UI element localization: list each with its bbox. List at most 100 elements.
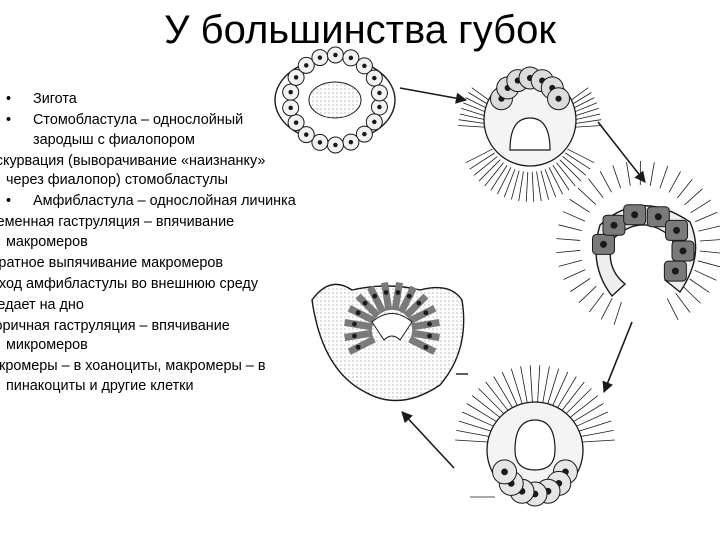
bullet-mark: • [6, 91, 12, 107]
cell-nucleus [423, 310, 429, 316]
cilium [562, 156, 587, 176]
cilium [510, 170, 520, 200]
cilium [558, 224, 582, 231]
cilium [484, 162, 504, 187]
cilium [501, 371, 519, 407]
bullet-mark: • [6, 112, 12, 128]
cell-nucleus [288, 105, 293, 111]
stage-text: Временная гаструляция – впячивание макро… [0, 214, 235, 250]
stage-item: Экскурвация (выворачивание «наизнанку» ч… [0, 152, 306, 191]
cell-nucleus [317, 55, 323, 60]
cilium [578, 285, 597, 303]
cilium [490, 165, 508, 191]
cell-nucleus [293, 75, 299, 80]
bullet-mark: • [6, 193, 12, 209]
cilium [496, 167, 512, 195]
cilium [525, 171, 529, 202]
cilium [695, 211, 718, 223]
cilium [473, 156, 498, 176]
cell-nucleus [355, 310, 361, 316]
inner-cavity [514, 419, 556, 471]
choanocyte [381, 282, 393, 311]
cell-nucleus [348, 55, 354, 61]
cilium [458, 420, 496, 433]
choanocyte [367, 285, 387, 314]
cell-nucleus [501, 468, 508, 476]
cell-nucleus [377, 104, 382, 110]
cell-nucleus [362, 63, 367, 69]
stage-text: Стомобластула – однослойный зародыш с фи… [33, 112, 244, 148]
cilium [537, 365, 541, 404]
cilium [697, 260, 720, 268]
cilium [649, 162, 655, 186]
cell-nucleus [333, 52, 338, 58]
cilium [547, 368, 560, 406]
cilium [659, 165, 669, 189]
cilium [551, 371, 569, 407]
cilium [564, 388, 592, 416]
cilium [694, 269, 717, 281]
cell-nucleus [427, 333, 432, 339]
cilium [471, 395, 503, 420]
cilium [689, 278, 710, 293]
cell-nucleus [423, 344, 429, 350]
cilium [569, 198, 590, 213]
cell-nucleus [631, 211, 639, 219]
choanocyte [411, 329, 440, 341]
cilium [589, 292, 605, 313]
cilium [552, 165, 570, 191]
stage-item: Микромеры – в хоаноциты, макромеры – в п… [0, 357, 306, 396]
cell-nucleus [304, 132, 309, 137]
cilium [540, 170, 550, 200]
cilium [569, 278, 591, 293]
cilium [571, 125, 602, 128]
inner-cavity [371, 313, 413, 341]
cell-nucleus [362, 131, 367, 137]
cell-nucleus [362, 300, 368, 306]
choanocyte [344, 319, 373, 331]
excurvation-figure [556, 160, 720, 326]
stage-text: Вторичная гаструляция – впячивание микро… [0, 317, 230, 354]
cilium [577, 187, 597, 205]
cell-nucleus [293, 120, 299, 125]
cell-nucleus [395, 290, 401, 295]
cell-nucleus [355, 344, 361, 350]
cilium [567, 395, 599, 420]
cilium [466, 403, 500, 424]
cilium [612, 165, 622, 189]
cilium [510, 368, 523, 406]
cilium [559, 159, 582, 182]
cilium [518, 171, 524, 202]
cell-nucleus [372, 75, 377, 81]
phialopore [509, 117, 551, 151]
cell-nucleus [610, 221, 618, 229]
cilium [458, 125, 489, 128]
cilium [600, 298, 613, 320]
cilium [478, 159, 501, 182]
cell-nucleus [671, 267, 679, 275]
choanocyte [403, 293, 429, 319]
cilium [626, 162, 631, 186]
cell-nucleus [288, 89, 293, 95]
cilium [548, 167, 564, 195]
cilium [556, 162, 576, 187]
choanocyte [355, 293, 381, 319]
stage-text: Оседает на дно [0, 296, 84, 313]
slide-title: У большинства губок [164, 8, 556, 52]
stage-text: Зигота [33, 91, 77, 107]
cilium [529, 365, 533, 404]
cell-nucleus [406, 293, 412, 299]
stomoblastula-figure [274, 46, 396, 154]
cell-nucleus [372, 119, 377, 125]
choanocyte [408, 335, 437, 355]
stage-item: Оседает на дно [0, 296, 306, 316]
cilium [493, 376, 514, 410]
cilium [556, 376, 577, 410]
choanocyte [391, 282, 403, 311]
blastocoel [308, 81, 362, 119]
cilium [465, 148, 493, 164]
choanocyte [408, 305, 437, 325]
cilium [562, 211, 586, 222]
cell-nucleus [348, 139, 354, 145]
cell-nucleus [416, 300, 422, 306]
